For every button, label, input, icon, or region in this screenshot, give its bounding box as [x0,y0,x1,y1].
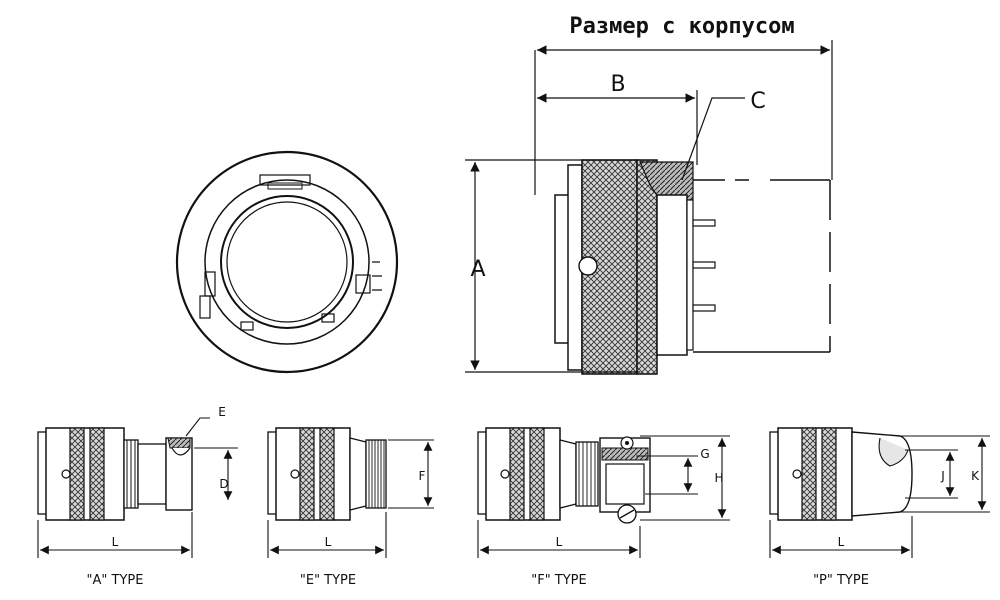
variant-f-dim-g: G [700,447,709,461]
page-title: Размер с корпусом [569,14,794,39]
variant-p-dim-k: K [971,469,980,483]
variant-a-length-label: L [112,535,119,549]
dim-label-a: A [470,257,485,282]
main-dimensions [465,40,833,373]
variant-e-length-label: L [325,535,332,549]
variant-p-type-label: "P" TYPE [813,573,869,588]
variant-a-dim-e: E [218,405,226,419]
dim-label-c: C [750,89,765,114]
variant-f-length-label: L [556,535,563,549]
variant-f-drawing [477,427,730,558]
variant-e-dim-f: F [419,469,426,483]
variant-e-type-label: "E" TYPE [300,573,356,588]
variant-p-drawing [769,427,990,558]
side-view [554,159,831,375]
variant-p-length-label: L [838,535,845,549]
variant-a-drawing [37,417,238,558]
variant-p-dim-j: J [940,469,945,483]
variant-e-drawing [267,427,434,558]
variant-f-dim-h: H [714,471,723,485]
variant-a-type-label: "A" TYPE [87,573,144,588]
variant-f-type-label: "F" TYPE [531,573,587,588]
variant-a-dim-d: D [219,477,228,491]
dim-label-b: B [610,72,625,97]
front-view [175,150,399,374]
